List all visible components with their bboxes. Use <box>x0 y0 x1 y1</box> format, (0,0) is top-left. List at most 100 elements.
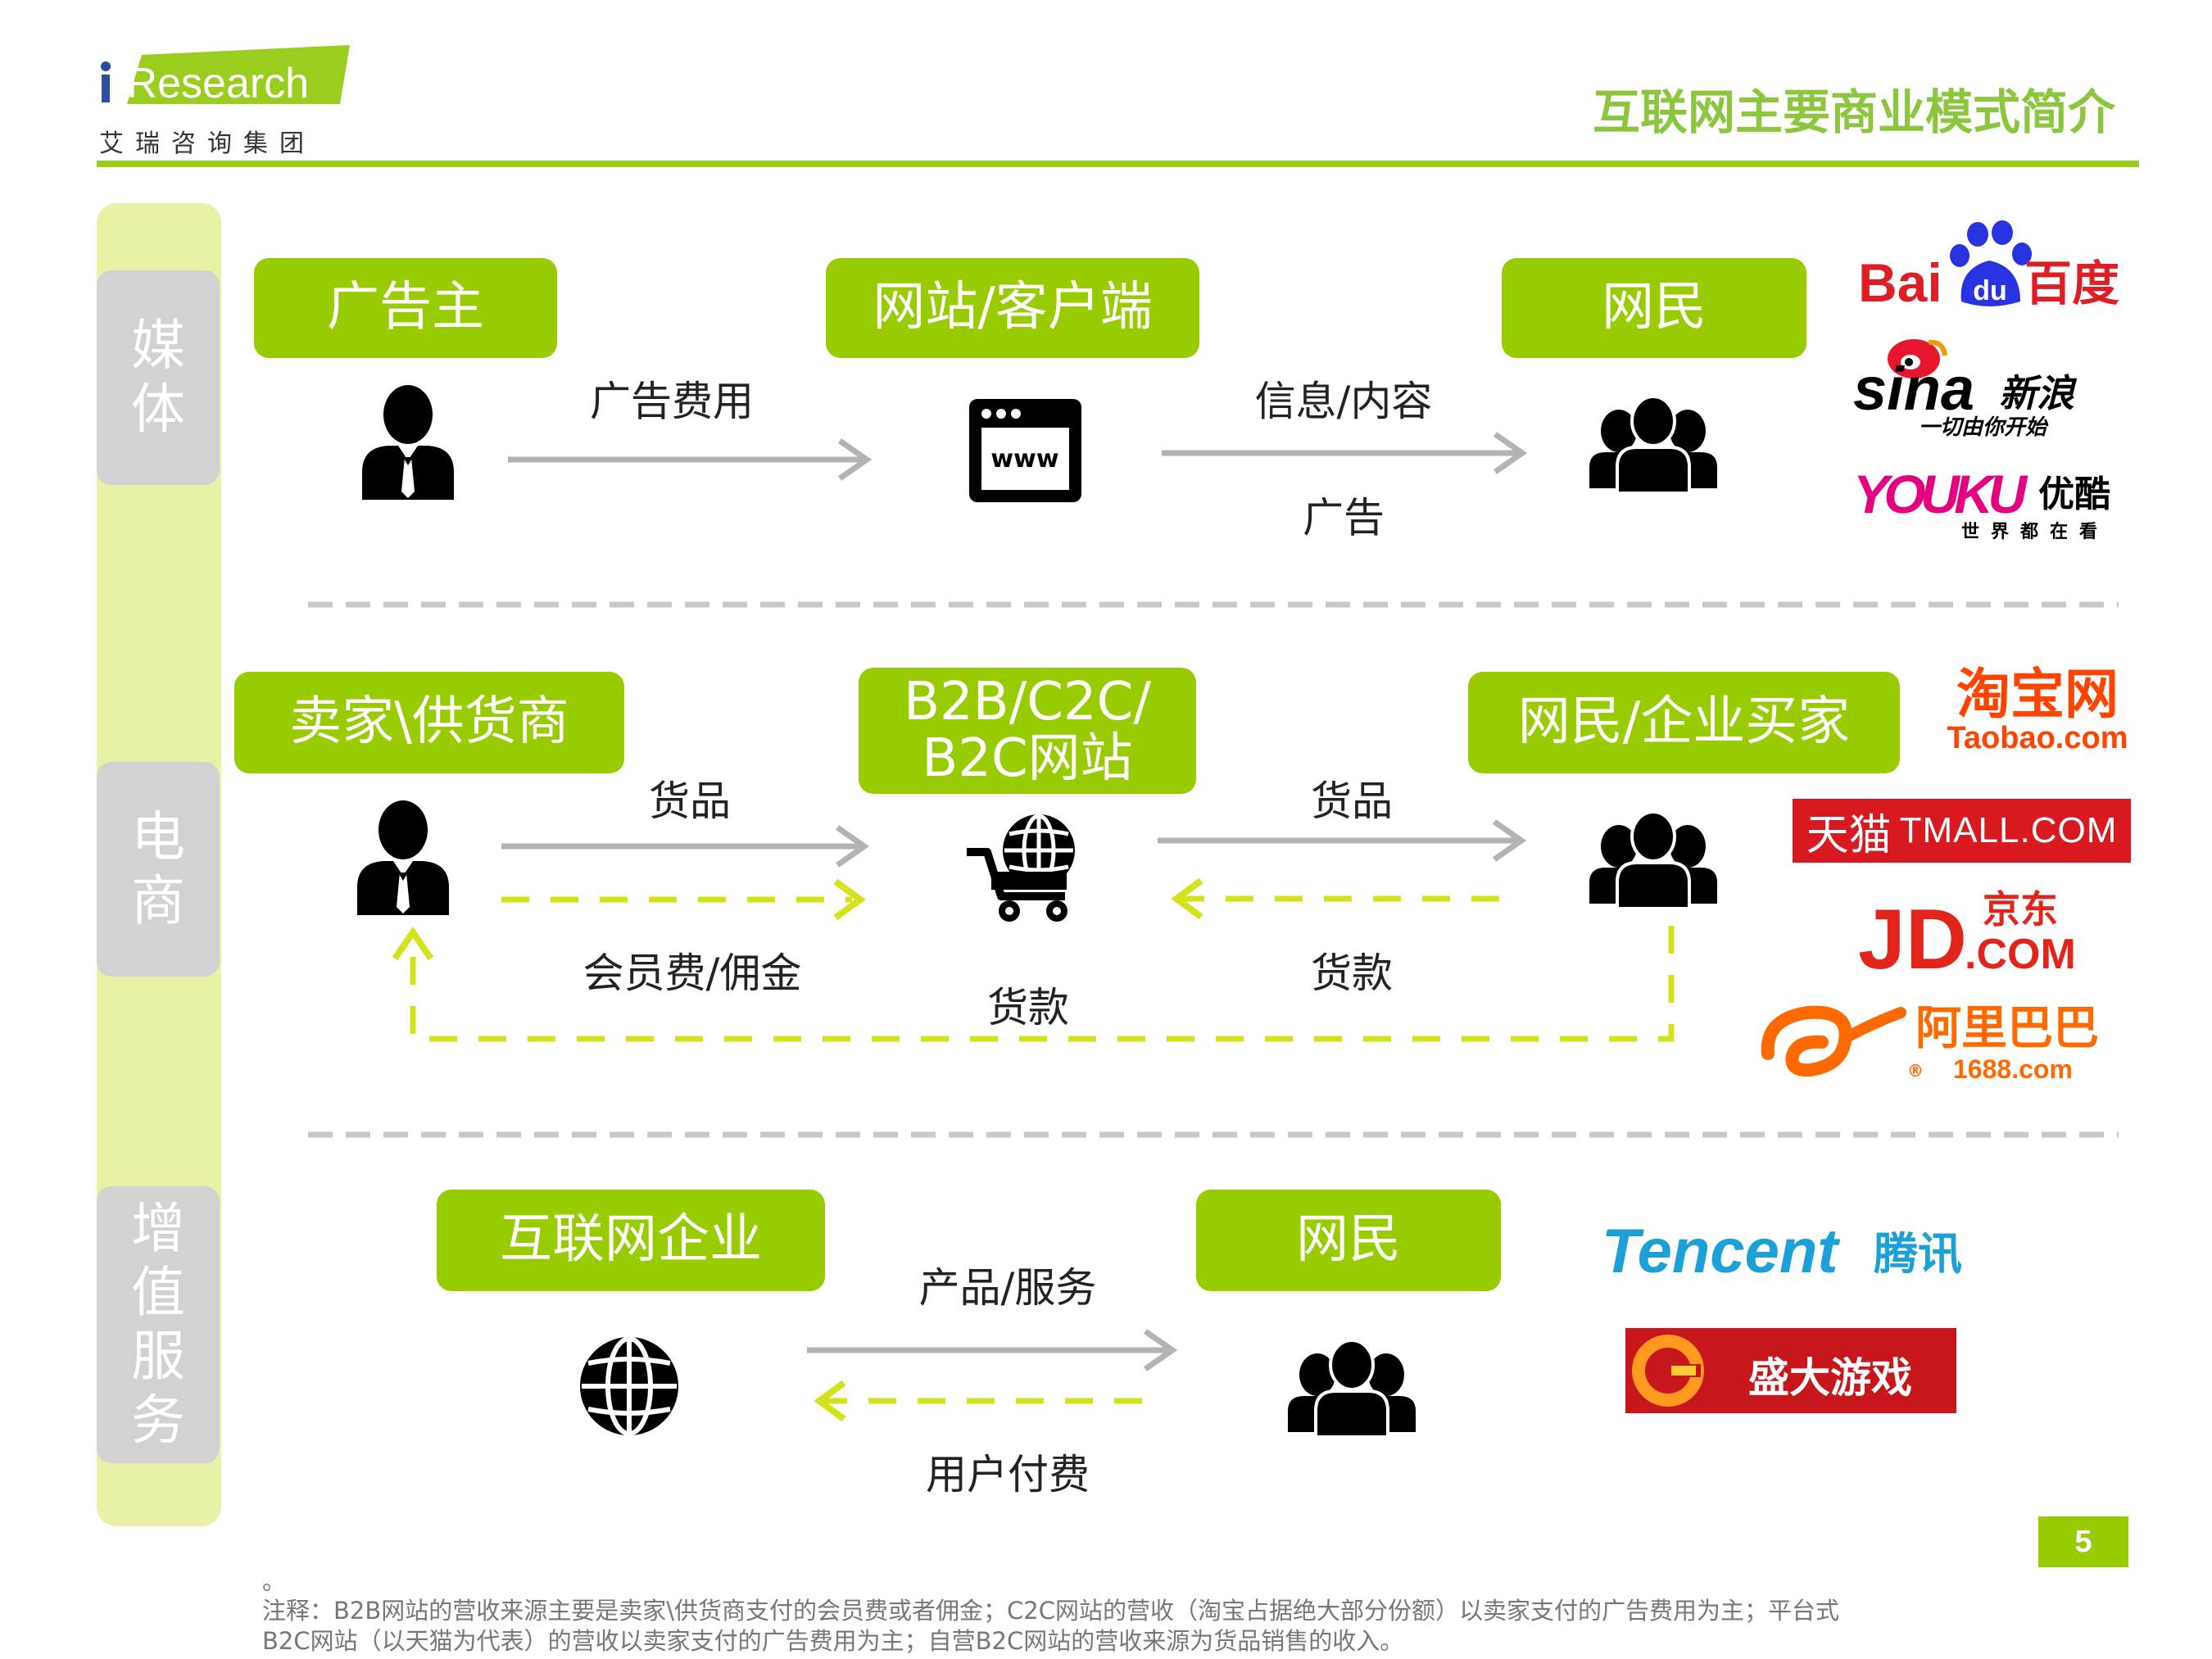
sina-cn: 新浪 <box>1999 371 2078 415</box>
arrow-goods-left <box>501 825 870 868</box>
tab-value-added-char: 值 <box>131 1261 185 1325</box>
brand-name-text: iResearch <box>117 60 309 107</box>
baidu-logo: Bai du 百度 <box>1858 220 2141 320</box>
tab-media-char: 体 <box>131 378 185 441</box>
jd-cn: 京东 <box>1983 887 2058 931</box>
tencent-cn: 腾讯 <box>1874 1228 1962 1280</box>
tab-ecommerce: 电 商 <box>97 762 220 977</box>
brand-subtitle: 艾瑞咨询集团 <box>99 129 315 158</box>
arrow-payment-return <box>392 926 1675 1042</box>
youku-logo: YOUKU 优酷 世界都在看 <box>1853 459 2136 549</box>
label-product-service: 产品/服务 <box>918 1264 1097 1312</box>
label-goods-left: 货品 <box>649 777 731 825</box>
brand-logo: iResearch 艾瑞咨询集团 <box>94 45 356 160</box>
businessman-icon <box>362 385 454 500</box>
shanda-cn: 盛大游戏 <box>1748 1354 1912 1402</box>
businessman-icon <box>357 800 449 915</box>
youku-latin: YOUKU <box>1853 464 2028 524</box>
taobao-cn: 淘宝网 <box>1956 663 2119 726</box>
tencent-logo-graphic: Tencent 腾讯 <box>1602 1217 1962 1286</box>
box-netizen-business-buyer: 网民/企业买家 <box>1468 672 1900 773</box>
tab-value-added-char: 服 <box>131 1325 185 1388</box>
box-platform-line: B2C网站 <box>922 728 1133 789</box>
tab-value-added-char: 增 <box>131 1197 185 1261</box>
footnote-line: B2C网站（以天猫为代表）的营收以卖家支付的广告费用为主；自营B2C网站的营收来… <box>262 1626 1404 1655</box>
tencent-logo: Tencent 腾讯 <box>1602 1217 2003 1290</box>
box-internet-company: 互联网企业 <box>437 1190 825 1291</box>
baidu-du: du <box>1973 275 2007 306</box>
box-netizen: 网民 <box>1196 1190 1501 1291</box>
sina-slogan: 一切由你开始 <box>1919 415 2049 440</box>
sina-logo: sina 新浪 一切由你开始 <box>1853 328 2136 442</box>
baidu-cn: 百度 <box>2024 256 2119 311</box>
tmall-latin: TMALL.COM <box>1899 810 2118 850</box>
arrow-info-content <box>1162 432 1528 474</box>
value-added-flow <box>580 1329 1417 1439</box>
jd-logo: JD 京东 .COM <box>1858 886 2079 987</box>
footnote-line: 注释：B2B网站的营收来源主要是卖家\供货商支付的会员费或者佣金；C2C网站的营… <box>262 1597 1839 1625</box>
svg-text:www: www <box>990 445 1058 474</box>
tab-media-char: 媒 <box>131 314 185 378</box>
jd-dotcom: .COM <box>1965 931 2076 978</box>
baidu-paw-icon: Bai du 百度 <box>1858 220 2119 313</box>
box-platform-website: B2B/C2C/ B2C网站 <box>859 668 1196 794</box>
alibaba-logo-graphic: 阿里巴巴 ® 1688.com <box>1761 1002 2099 1084</box>
label-goods-right: 货品 <box>1311 777 1393 825</box>
group-icon <box>1588 810 1719 910</box>
tab-value-added-char: 务 <box>131 1388 185 1452</box>
iresearch-logo-graphic: iResearch <box>101 45 350 107</box>
group-icon <box>1286 1339 1417 1439</box>
shanda-games-logo: 盛大游戏 <box>1625 1328 1956 1413</box>
alibaba-latin: 1688.com <box>1953 1054 2073 1084</box>
shopping-cart-globe-icon <box>967 814 1075 922</box>
arrow-user-payment <box>814 1380 1159 1422</box>
label-payment-bottom: 货款 <box>987 984 1069 1031</box>
label-user-payment: 用户付费 <box>926 1451 1090 1498</box>
arrow-ad-fee <box>508 438 873 481</box>
tab-ecommerce-char: 商 <box>131 869 185 932</box>
box-platform-line: B2B/C2C/ <box>904 671 1151 732</box>
label-ad: 广告 <box>1303 494 1385 542</box>
alibaba-logo: 阿里巴巴 ® 1688.com <box>1760 990 2112 1088</box>
jd-latin: JD <box>1858 892 1967 987</box>
tmall-cn: 天猫 <box>1806 810 1892 860</box>
label-info-content: 信息/内容 <box>1254 378 1433 425</box>
alibaba-reg: ® <box>1907 1061 1924 1081</box>
sina-latin: sina <box>1853 355 1974 423</box>
arrow-goods-right <box>1158 819 1527 862</box>
youku-logo-graphic: YOUKU 优酷 世界都在看 <box>1853 464 2110 542</box>
taobao-latin: Taobao.com <box>1947 721 2128 755</box>
arrow-payment-right <box>1171 877 1507 920</box>
box-advertiser: 广告主 <box>254 258 557 358</box>
shanda-logo-graphic: 盛大游戏 <box>1632 1335 1912 1407</box>
ecommerce-flow <box>357 800 1719 1042</box>
globe-icon <box>580 1337 678 1435</box>
arrow-product-service <box>807 1329 1178 1371</box>
taobao-logo: 淘宝网 Taobao.com <box>1927 668 2148 766</box>
title-divider <box>97 161 2139 167</box>
alibaba-cn: 阿里巴巴 <box>1915 1002 2099 1055</box>
slide-title: 互联网主要商业模式简介 <box>1592 84 2115 140</box>
www-browser-icon: www <box>969 399 1081 502</box>
label-membership-fee: 会员费/佣金 <box>582 950 802 997</box>
jd-logo-graphic: JD 京东 .COM <box>1858 887 2076 987</box>
tencent-latin: Tencent <box>1602 1217 1840 1286</box>
group-icon <box>1588 395 1719 495</box>
tab-ecommerce-char: 电 <box>131 805 185 869</box>
arrow-membership-fee <box>501 878 866 921</box>
footnote: 。 注释：B2B网站的营收来源主要是卖家\供货商支付的会员费或者佣金；C2C网站… <box>262 1566 1966 1656</box>
box-website-client: 网站/客户端 <box>826 258 1199 358</box>
youku-cn: 优酷 <box>2038 474 2110 515</box>
label-payment-right: 货款 <box>1311 950 1393 997</box>
youku-slogan: 世界都在看 <box>1961 521 2109 542</box>
tab-value-added: 增 值 服 务 <box>97 1186 220 1463</box>
tab-media: 媒 体 <box>97 270 220 485</box>
media-flow: www <box>362 385 1719 502</box>
label-ad-fee: 广告费用 <box>590 378 754 425</box>
footnote-dot: 。 <box>262 1567 287 1595</box>
tmall-logo: 天猫 TMALL.COM <box>1793 799 2131 863</box>
sina-logo-graphic: sina 新浪 一切由你开始 <box>1853 339 2078 440</box>
box-seller-supplier: 卖家\供货商 <box>234 672 624 773</box>
baidu-latin: Bai <box>1858 252 1942 313</box>
